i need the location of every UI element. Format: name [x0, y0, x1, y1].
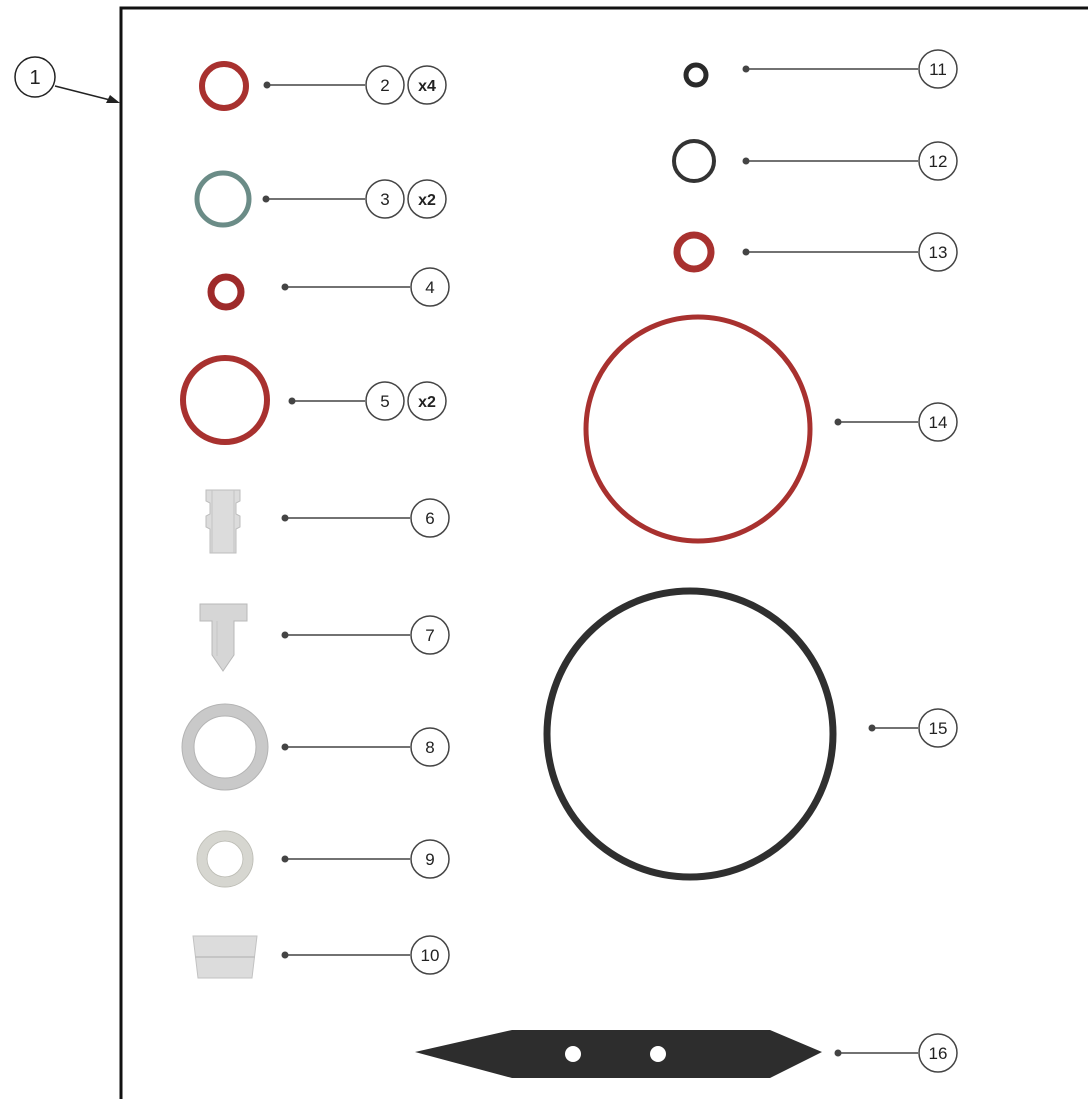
- nozzle-insert-icon: [205, 489, 241, 554]
- o-ring-icon: [673, 231, 715, 273]
- washer-icon: [181, 703, 269, 791]
- pin-icon: [199, 603, 248, 672]
- o-ring-icon: [199, 61, 249, 111]
- part-8: 8: [181, 703, 450, 791]
- svg-text:9: 9: [425, 850, 434, 869]
- o-ring-icon: [207, 273, 245, 311]
- bushing-icon: [192, 935, 258, 979]
- svg-text:14: 14: [929, 413, 948, 432]
- svg-text:7: 7: [425, 626, 434, 645]
- part-7: 7: [199, 603, 450, 672]
- part-4: 4: [207, 267, 450, 311]
- svg-text:12: 12: [929, 152, 948, 171]
- svg-text:6: 6: [425, 509, 434, 528]
- svg-text:5: 5: [380, 392, 389, 411]
- svg-text:x4: x4: [418, 78, 436, 95]
- svg-text:3: 3: [380, 190, 389, 209]
- o-ring-icon: [683, 62, 709, 88]
- kit-frame: [119, 6, 1088, 1099]
- kit-callout: 1: [14, 56, 120, 103]
- svg-text:10: 10: [421, 946, 440, 965]
- part-6: 6: [205, 489, 450, 554]
- part-9: 9: [196, 830, 450, 888]
- svg-text:8: 8: [425, 738, 434, 757]
- part-2: 2 x4: [199, 61, 447, 111]
- svg-text:15: 15: [929, 719, 948, 738]
- part-10: 10: [192, 935, 450, 979]
- part-16: 16: [415, 1030, 958, 1078]
- o-ring-icon: [543, 587, 837, 881]
- part-5: 5 x2: [180, 355, 447, 445]
- part-12: 12: [672, 139, 958, 183]
- blade-icon: [415, 1030, 822, 1078]
- part-11: 11: [683, 49, 958, 89]
- washer-icon: [196, 830, 254, 888]
- svg-text:4: 4: [425, 278, 434, 297]
- svg-text:1: 1: [29, 67, 40, 89]
- svg-text:2: 2: [380, 76, 389, 95]
- svg-text:x2: x2: [418, 192, 436, 209]
- svg-text:x2: x2: [418, 394, 436, 411]
- part-3: 3 x2: [194, 170, 447, 228]
- part-13: 13: [673, 231, 958, 273]
- svg-text:11: 11: [929, 60, 947, 79]
- svg-text:16: 16: [929, 1044, 948, 1063]
- part-15: 15: [543, 587, 958, 881]
- o-ring-icon: [194, 170, 252, 228]
- part-14: 14: [583, 314, 958, 544]
- o-ring-icon: [180, 355, 270, 445]
- o-ring-icon: [583, 314, 813, 544]
- svg-text:13: 13: [929, 243, 948, 262]
- o-ring-icon: [672, 139, 716, 183]
